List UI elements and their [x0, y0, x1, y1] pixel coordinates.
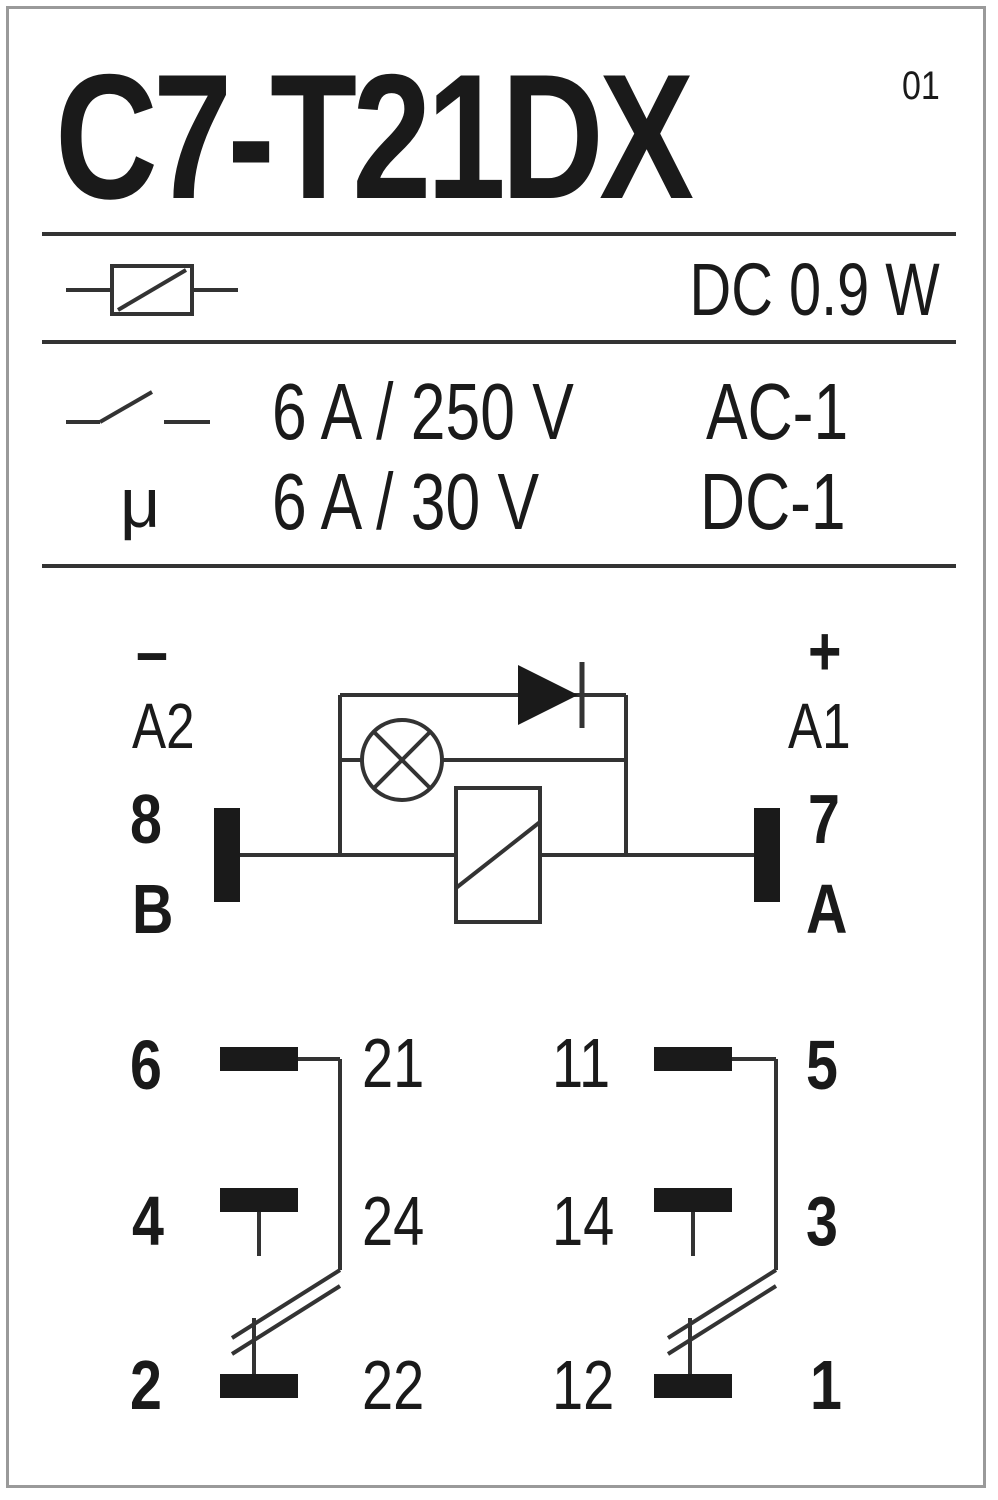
coil-symbol-icon [66, 264, 238, 316]
pin-6: 6 [130, 1026, 162, 1104]
coil-power-rating: DC 0.9 W [689, 248, 940, 331]
pin-8: 8 [130, 780, 162, 858]
terminal-bar-left [214, 808, 240, 902]
pin-b: B [132, 870, 174, 948]
plus-sign: + [808, 612, 842, 690]
terminal-bar-right [754, 808, 780, 902]
ac-rating: 6 A / 250 V [272, 367, 574, 456]
pin-a: A [806, 870, 848, 948]
contact-21: 21 [362, 1024, 425, 1102]
changeover-contact-right [654, 1047, 778, 1398]
datasheet-frame [6, 6, 986, 1488]
pin-5: 5 [806, 1026, 838, 1104]
terminal-a1: A1 [788, 690, 851, 762]
diode-icon [518, 662, 585, 728]
indicator-lamp-icon [360, 718, 444, 802]
contact-switch-icon [66, 390, 210, 424]
ac-category: AC-1 [706, 367, 849, 456]
pin-1: 1 [810, 1346, 842, 1424]
revision-number: 01 [902, 64, 940, 108]
contact-22: 22 [362, 1346, 425, 1424]
pin-3: 3 [806, 1182, 838, 1260]
relay-coil-icon [454, 786, 542, 924]
pin-7: 7 [808, 780, 840, 858]
dc-category: DC-1 [700, 457, 846, 546]
terminal-a2: A2 [132, 690, 195, 762]
pin-2: 2 [130, 1346, 162, 1424]
contact-11: 11 [552, 1024, 611, 1102]
contact-12: 12 [552, 1346, 615, 1424]
contact-14: 14 [552, 1182, 615, 1260]
coil-circuit [214, 662, 780, 924]
contact-24: 24 [362, 1182, 425, 1260]
minus-sign: – [136, 612, 168, 690]
dc-rating: 6 A / 30 V [272, 457, 540, 546]
pin-4: 4 [132, 1182, 164, 1260]
changeover-contact-left [220, 1047, 342, 1398]
micro-symbol: μ [120, 464, 161, 542]
model-title: C7-T21DX [55, 37, 694, 236]
